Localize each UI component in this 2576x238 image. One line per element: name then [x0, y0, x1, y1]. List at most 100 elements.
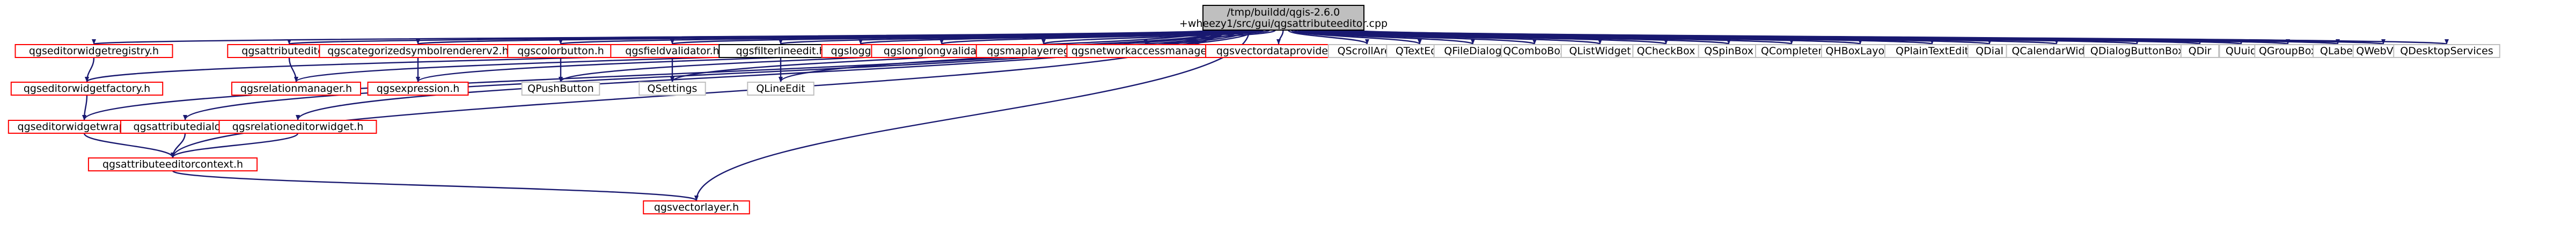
node-box [319, 44, 517, 58]
node-qgseditorwidgetfactory-h[interactable]: qgseditorwidgetfactory.h [10, 82, 164, 96]
node-label: QDesktopServices [2400, 45, 2493, 57]
node-qpushbutton[interactable]: QPushButton [521, 82, 600, 96]
node-label: QScrollArea [1338, 45, 1397, 57]
node-qdir[interactable]: QDir [2180, 44, 2220, 58]
node-label: qgseditorwidgetwrapper.h [18, 121, 151, 133]
node-box [231, 82, 361, 96]
node-qplaintextedit[interactable]: QPlainTextEdit [1884, 44, 1980, 58]
node-label: qgsvectorlayer.h [654, 201, 739, 213]
edge-n2-to-n3 [82, 95, 88, 120]
edge-n5-to-n6 [288, 57, 298, 82]
node-label: QHBoxLayout [1825, 45, 1895, 57]
root-node[interactable]: /tmp/buildd/qgis-2.6.0 +wheezy1/src/gui/… [1179, 5, 1388, 31]
node-qgsvectorlayer-h[interactable]: qgsvectorlayer.h [643, 200, 750, 214]
node-qgseditorwidgetwrapper-h[interactable]: qgseditorwidgetwrapper.h [8, 120, 161, 134]
edge-root-to-n18 [940, 29, 1265, 45]
node-qsettings[interactable]: QSettings [639, 82, 706, 96]
node-qlistwidget[interactable]: QListWidget [1560, 44, 1640, 58]
node-label: qgsattributedialog.h [134, 121, 237, 133]
node-label: qgsfieldvalidator.h [625, 45, 719, 57]
node-box [2393, 44, 2500, 58]
node-label: qgsfilterlineedit.h [736, 45, 825, 57]
node-qgsfieldvalidator-h[interactable]: qgsfieldvalidator.h [610, 44, 735, 58]
node-label: qgseditorwidgetregistry.h [29, 45, 159, 57]
node-qcompleter[interactable]: QCompleter [1755, 44, 1828, 58]
node-box [367, 82, 469, 96]
node-qgsattributeeditorcontext-h[interactable]: qgsattributeeditorcontext.h [87, 157, 258, 171]
node-qgscolorbutton-h[interactable]: qgscolorbutton.h [507, 44, 614, 58]
node-box [1205, 44, 1352, 58]
node-qgsrelationmanager-h[interactable]: qgsrelationmanager.h [231, 82, 361, 96]
node-label: qgscategorizedsymbolrendererv2.h [327, 45, 509, 57]
node-qdialogbuttonbox[interactable]: QDialogButtonBox [2083, 44, 2191, 58]
edge-root-to-n24 [1290, 29, 1422, 45]
node-label: QDial [1976, 45, 2003, 57]
node-label: qgsexpression.h [377, 83, 460, 95]
node-box [521, 82, 600, 96]
node-box [10, 82, 164, 96]
node-box [610, 44, 735, 58]
node-label: qgsvectordataprovider.h [1216, 45, 1341, 57]
node-qcheckbox[interactable]: QCheckBox [1632, 44, 1700, 58]
edge-n8-to-n21 [172, 170, 699, 201]
node-qfiledialog[interactable]: QFileDialog [1433, 44, 1513, 58]
node-qlineedit[interactable]: QLineEdit [747, 82, 814, 96]
node-box [1433, 44, 1513, 58]
node-qspinbox[interactable]: QSpinBox [1698, 44, 1760, 58]
node-label: QPlainTextEdit [1896, 45, 1969, 57]
node-label: QCompleter [1761, 45, 1823, 57]
node-box [1501, 44, 1568, 58]
node-label: QGroupBox [2259, 45, 2317, 57]
node-qgseditorwidgetregistry-h[interactable]: qgseditorwidgetregistry.h [14, 44, 173, 58]
node-label: qgsrelationmanager.h [240, 83, 352, 95]
node-label: qgslonglongvalidator.h [884, 45, 1000, 57]
node-label: qgsnetworkaccessmanager.h [1072, 45, 1220, 57]
node-label: QUuid [2226, 45, 2257, 57]
node-label: qgseditorwidgetfactory.h [24, 83, 150, 95]
node-box [2254, 44, 2322, 58]
node-box [1632, 44, 1700, 58]
node-qgsrelationeditorwidget-h[interactable]: qgsrelationeditorwidget.h [218, 120, 377, 134]
edge-root-to-n23 [1287, 29, 1369, 45]
node-qgscategorizedsymbolrendererv2-h[interactable]: qgscategorizedsymbolrendererv2.h [319, 44, 517, 58]
node-label: qgsrelationeditorwidget.h [232, 121, 364, 133]
node-label: qgsattributeditor.h [241, 45, 336, 57]
node-qcombobox[interactable]: QComboBox [1501, 44, 1568, 58]
node-qgsvectordataprovider-h[interactable]: qgsvectordataprovider.h [1205, 44, 1352, 58]
node-qgsnetworkaccessmanager-h[interactable]: qgsnetworkaccessmanager.h [1066, 44, 1225, 58]
node-box [1066, 44, 1225, 58]
node-label: QSettings [648, 83, 698, 95]
node-box [87, 157, 258, 171]
edge-n7-to-n8 [171, 133, 299, 158]
edge-root-to-n7 [296, 30, 1227, 120]
edge-root-to-n41 [1351, 29, 2448, 45]
node-label: QLabel [2320, 45, 2355, 57]
node-box [1884, 44, 1980, 58]
node-qdial[interactable]: QDial [1967, 44, 2012, 58]
edge-root-to-n22 [1276, 30, 1284, 45]
node-label: QDir [2189, 45, 2212, 57]
node-box [2180, 44, 2220, 58]
node-label: QComboBox [1503, 45, 1566, 57]
root-node-label-line2: +wheezy1/src/gui/qgsattributeeditor.cpp [1179, 18, 1388, 30]
edge-n3-to-n8 [83, 133, 175, 158]
node-label: QPushButton [527, 83, 594, 95]
node-qgsexpression-h[interactable]: qgsexpression.h [367, 82, 469, 96]
node-qgroupbox[interactable]: QGroupBox [2254, 44, 2322, 58]
root-node-label-line1: /tmp/buildd/qgis-2.6.0 [1227, 6, 1340, 18]
node-label: QCalendarWidget [2012, 45, 2101, 57]
node-box [14, 44, 173, 58]
node-label: QSpinBox [1704, 45, 1753, 57]
node-label: qgsattributeeditorcontext.h [102, 158, 243, 170]
node-box [218, 120, 377, 134]
node-label: QCheckBox [1637, 45, 1696, 57]
edge-root-to-n19 [1041, 29, 1271, 45]
node-box [643, 200, 750, 214]
node-label: QFileDialog [1444, 45, 1501, 57]
node-label: QLineEdit [756, 83, 805, 95]
node-qdesktopservices[interactable]: QDesktopServices [2393, 44, 2500, 58]
node-box [639, 82, 706, 96]
node-box [1560, 44, 1640, 58]
node-label: QTextEdit [1396, 45, 1444, 57]
